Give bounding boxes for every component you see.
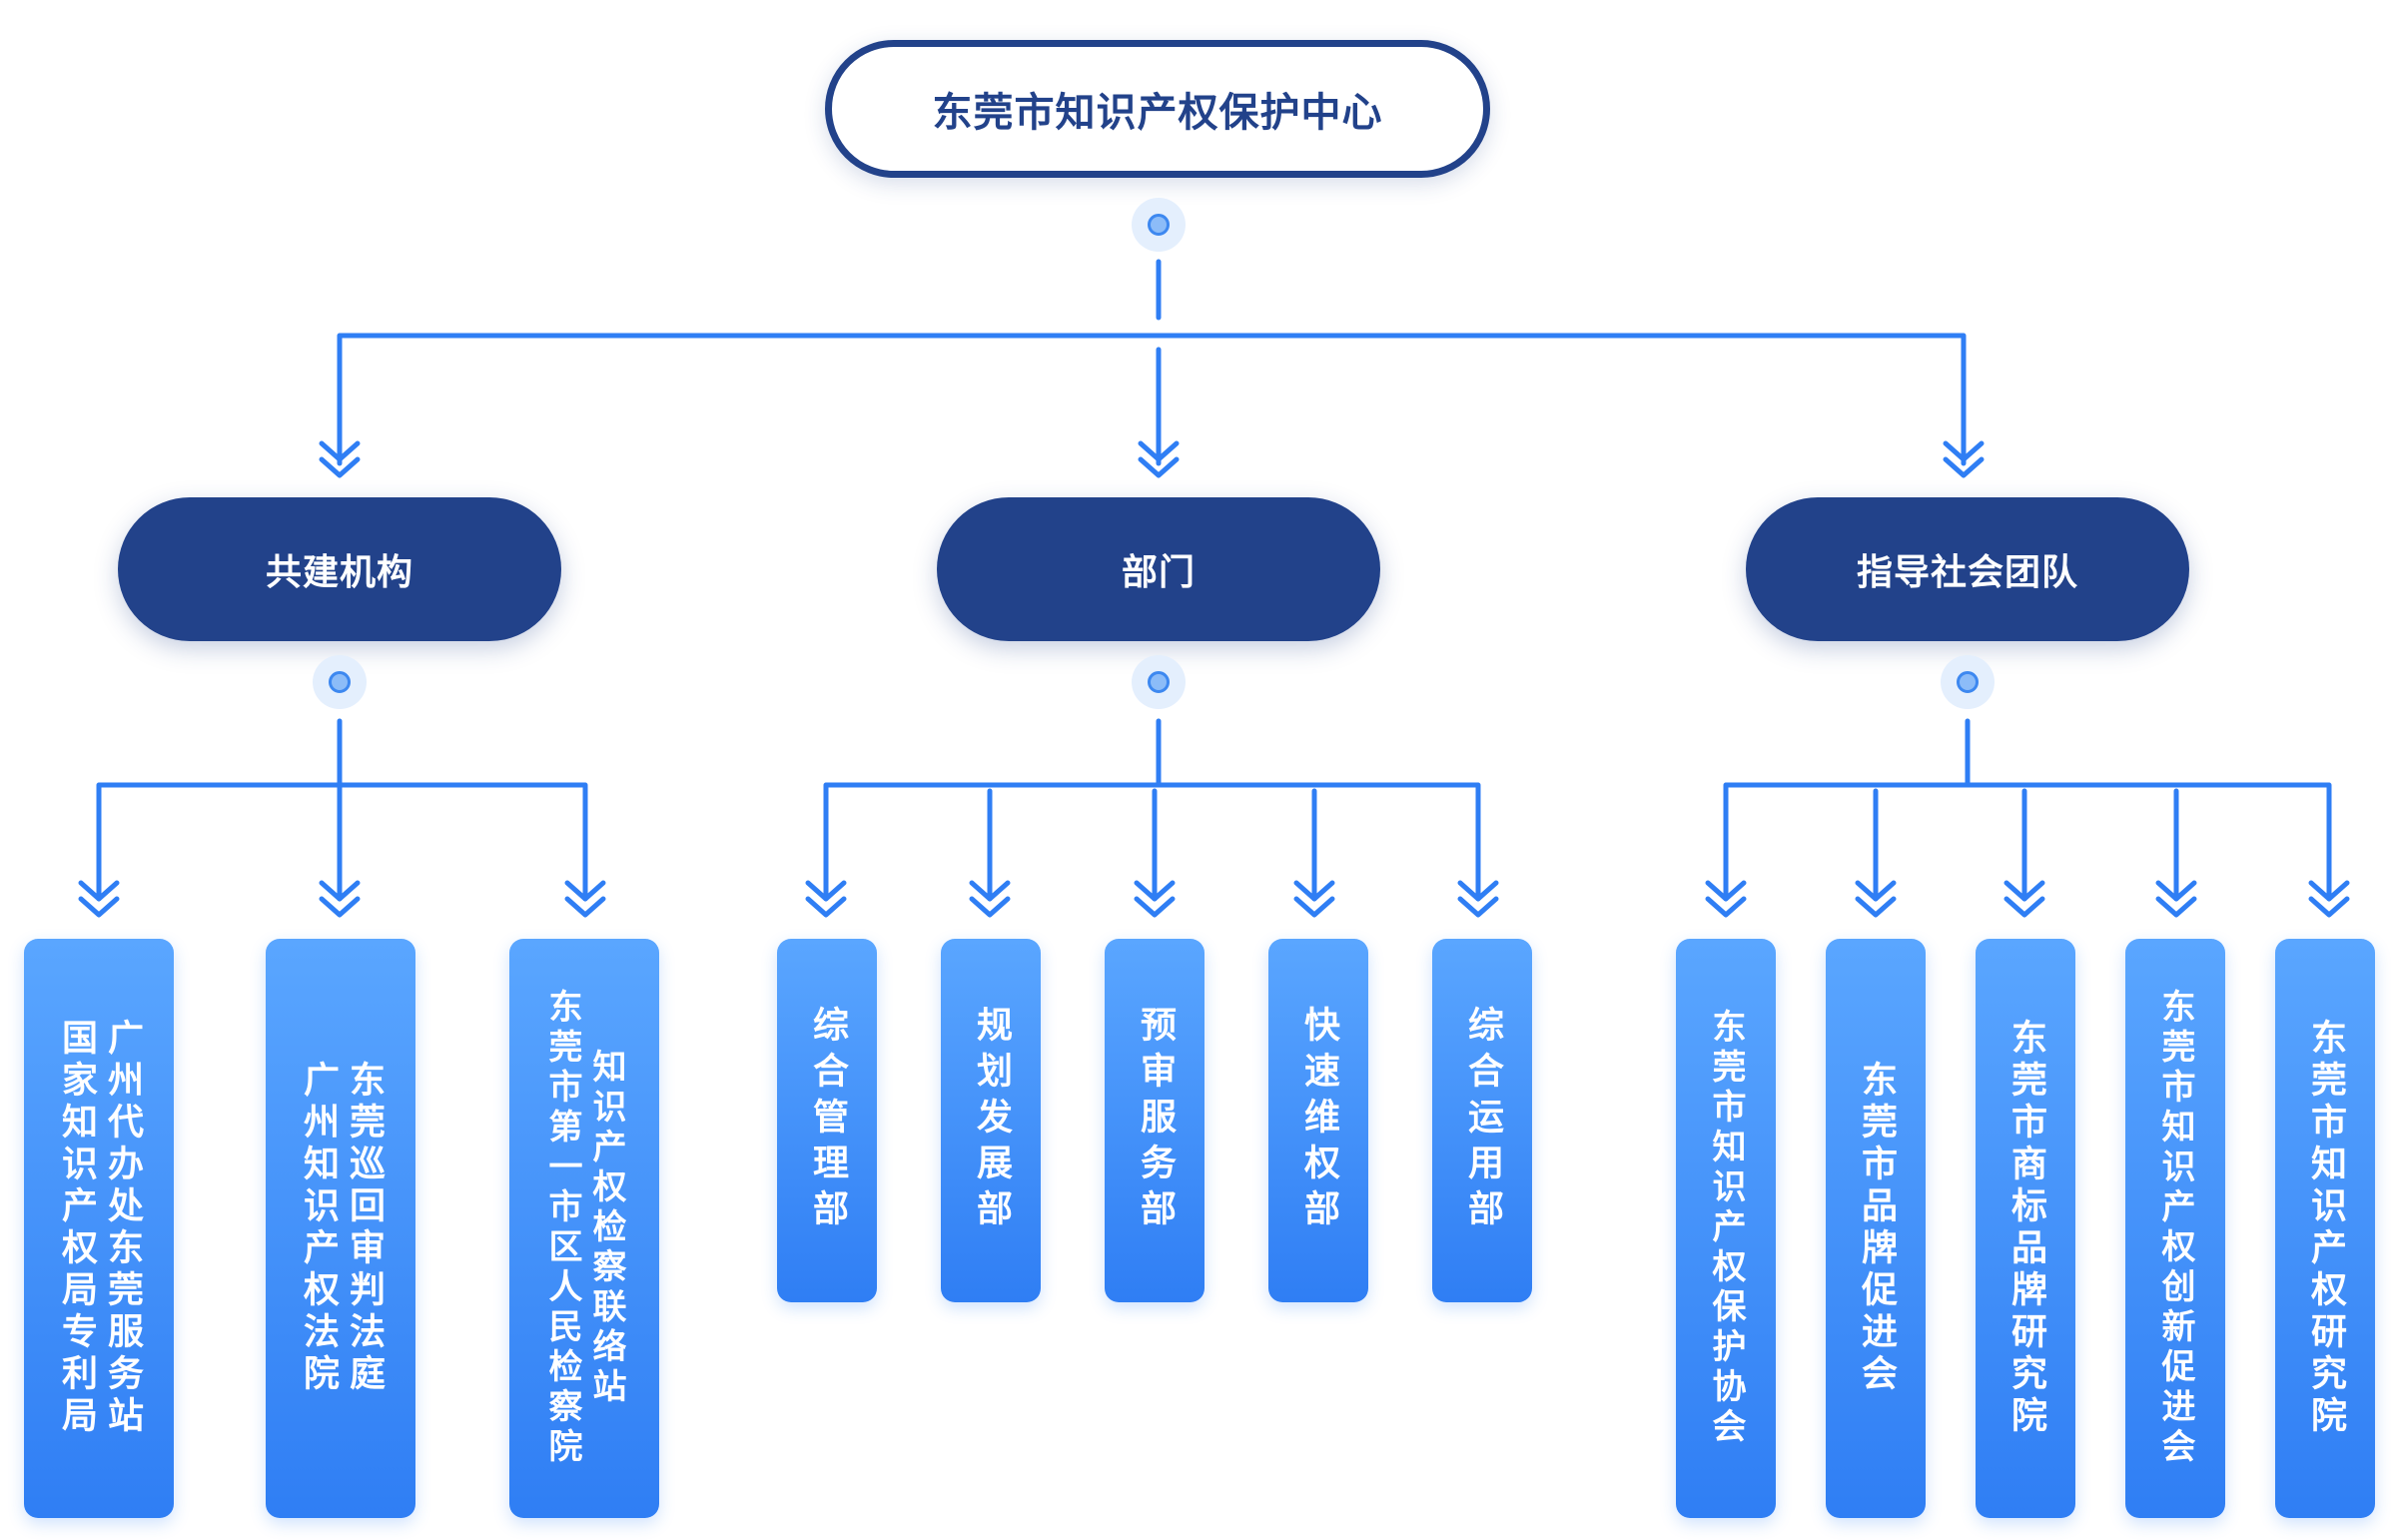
junction-dot-icon — [313, 655, 367, 709]
leaf-text-line: 快速维权部 — [1298, 1006, 1339, 1235]
chevron-down-icon — [1134, 880, 1176, 918]
leaf-text-line: 东莞市知识产权研究院 — [2305, 1019, 2346, 1438]
cat2-bus — [823, 782, 1481, 902]
chevron-down-icon — [1138, 440, 1180, 478]
chevron-down-icon — [1943, 440, 1985, 478]
leaf-text-line: 国家知识产权局专利局 — [56, 1019, 97, 1438]
category-node-guided-social-groups: 指导社会团队 — [1746, 497, 2189, 641]
chevron-down-icon — [1457, 880, 1499, 918]
leaf-text-line: 综合运用部 — [1462, 1006, 1503, 1235]
leaf-text-line: 东莞市第一市区人民检察院 — [542, 989, 582, 1468]
category-label: 共建机构 — [265, 552, 413, 593]
chevron-down-icon — [2308, 880, 2350, 918]
leaf-text-line: 综合管理部 — [807, 1006, 848, 1235]
leaf-node: 预审服务部 — [1105, 939, 1204, 1302]
leaf-node: 东莞市知识产权保护协会 — [1676, 939, 1776, 1518]
category-label: 指导社会团队 — [1856, 552, 2078, 593]
junction-dot-icon — [1941, 655, 1995, 709]
category-node-joint-institutions: 共建机构 — [118, 497, 561, 641]
leaf-node: 东莞市知识产权创新促进会 — [2125, 939, 2225, 1518]
leaf-text-line: 东莞市品牌促进会 — [1856, 1061, 1897, 1396]
cat3-bus — [1723, 782, 2332, 902]
chevron-down-icon — [805, 880, 847, 918]
chevron-down-icon — [78, 880, 120, 918]
root-title: 东莞市知识产权保护中心 — [932, 90, 1383, 136]
root-node: 东莞市知识产权保护中心 — [825, 40, 1490, 178]
leaf-node: 东莞市知识产权研究院 — [2275, 939, 2375, 1518]
leaf-text-line: 东莞市商标品牌研究院 — [2005, 1019, 2046, 1438]
chevron-down-icon — [319, 440, 361, 478]
leaf-text-line: 预审服务部 — [1135, 1006, 1176, 1235]
leaf-node: 综合运用部 — [1432, 939, 1532, 1302]
junction-dot-icon — [1132, 655, 1186, 709]
leaf-text-line: 东莞市知识产权保护协会 — [1706, 1009, 1746, 1448]
leaf-node: 东莞市品牌促进会 — [1826, 939, 1926, 1518]
leaf-text-line: 规划发展部 — [971, 1006, 1012, 1235]
chevron-down-icon — [969, 880, 1011, 918]
leaf-node: 综合管理部 — [777, 939, 877, 1302]
root-bus — [337, 333, 1967, 466]
chevron-down-icon — [1705, 880, 1747, 918]
chevron-down-icon — [564, 880, 606, 918]
leaf-text-line: 东莞市知识产权创新促进会 — [2155, 989, 2195, 1468]
leaf-text-line: 东莞巡回审判法庭 — [344, 1061, 385, 1396]
junction-dot-icon — [1132, 198, 1186, 252]
chevron-down-icon — [2003, 880, 2045, 918]
category-label: 部门 — [1121, 552, 1196, 593]
leaf-node: 东莞市商标品牌研究院 — [1976, 939, 2075, 1518]
chevron-down-icon — [1293, 880, 1335, 918]
leaf-node: 快速维权部 — [1268, 939, 1368, 1302]
leaf-text-line: 知识产权检察联络站 — [586, 1049, 626, 1408]
leaf-node: 规划发展部 — [941, 939, 1041, 1302]
chevron-down-icon — [319, 880, 361, 918]
category-node-departments: 部门 — [937, 497, 1380, 641]
leaf-text-line: 广州知识产权法院 — [298, 1061, 339, 1396]
leaf-text-line: 广州代办处东莞服务站 — [102, 1019, 143, 1438]
leaf-node: 广州代办处东莞服务站 国家知识产权局专利局 — [24, 939, 174, 1518]
leaf-node: 知识产权检察联络站 东莞市第一市区人民检察院 — [509, 939, 659, 1518]
chevron-down-icon — [2155, 880, 2197, 918]
chevron-down-icon — [1855, 880, 1897, 918]
leaf-node: 东莞巡回审判法庭 广州知识产权法院 — [266, 939, 415, 1518]
